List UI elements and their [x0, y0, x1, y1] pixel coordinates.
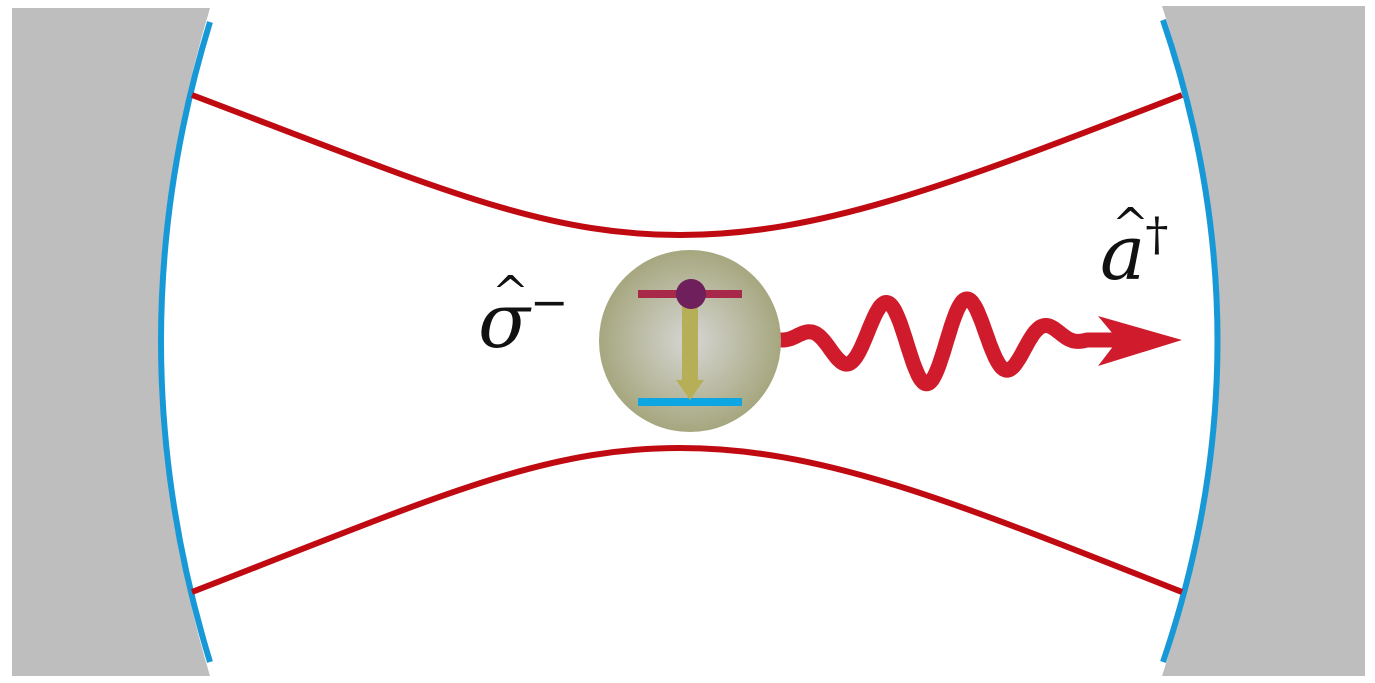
left-mirror-coating — [158, 21, 213, 663]
beam-lower-edge — [190, 444, 1184, 595]
a-symbol: a — [1100, 208, 1146, 297]
photon-creation-operator-label: ^ a† — [1100, 203, 1168, 291]
right-mirror-coating — [1160, 19, 1221, 663]
a-superscript: † — [1145, 207, 1169, 261]
a-hat: ^ — [1112, 199, 1149, 250]
sigma-symbol: σ — [478, 276, 530, 365]
photon-arrowhead-icon — [1098, 316, 1182, 366]
atom-lowering-operator-label: ^ σ− — [478, 271, 568, 359]
electron — [676, 279, 706, 309]
sigma-superscript: − — [529, 275, 569, 329]
transition-arrow-shaft — [682, 300, 698, 380]
right-mirror-backing — [1162, 6, 1365, 676]
transition-arrow-head-icon — [676, 380, 704, 400]
sigma-hat: ^ — [492, 267, 529, 318]
photon-wave — [774, 291, 1133, 392]
left-mirror-backing — [12, 8, 210, 676]
beam-upper-edge — [190, 92, 1184, 239]
